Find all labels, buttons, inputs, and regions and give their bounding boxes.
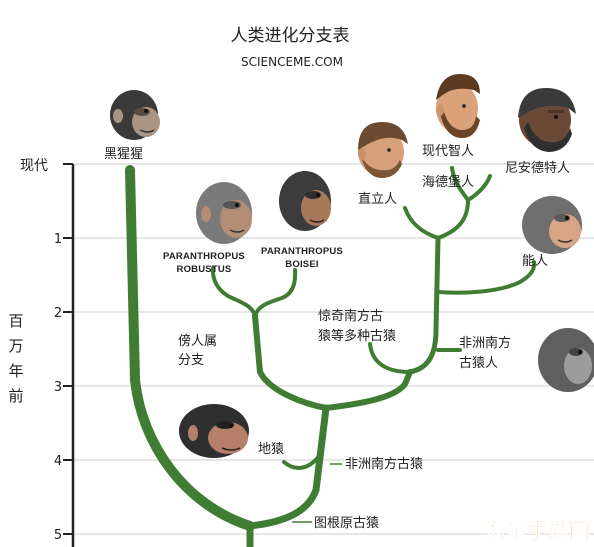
tick-label-5: 5 [54,528,62,543]
tick-label-4: 4 [54,454,62,469]
branch-mixed-australopith [368,342,412,374]
axis-tick-marks [63,163,73,535]
branch-homo-stem [323,369,413,411]
tick-label-1: 1 [54,232,62,247]
label-africanus-line1: 非洲南方 [459,335,511,351]
branch-boisei [253,268,298,318]
label-orrorin: 图根原古猿 [314,516,379,531]
robustus-head-icon [196,182,252,244]
label-robustus-line2: ROBUSTUS [177,264,232,275]
label-heidelberg: 海德堡人 [422,174,474,190]
time-gridlines [67,163,594,535]
tick-label-3: 3 [54,380,62,395]
boisei-head-icon [279,171,331,231]
watermark-text: 海量手游网 [485,519,590,543]
tick-label-2: 2 [54,306,62,321]
modern-human-head-icon [436,74,480,138]
label-neanderthal: 尼安德特人 [505,161,570,176]
label-robustus-line1: PARANTHROPUS [163,251,245,262]
branch-trunk [246,404,330,530]
chart-title: 人类进化分支表 [231,26,350,46]
habilis-head-icon [522,196,582,254]
chimp-head-icon [110,90,160,140]
label-boisei-line1: PARANTHROPUS [261,246,343,257]
branch-habilis [436,260,537,295]
label-erectus: 直立人 [358,192,397,207]
branch-neanderthal [466,174,492,202]
axis-title-char-1: 百 [8,312,23,330]
chart-subtitle: SCIENCEME.COM [241,55,343,69]
axis-title-char-4: 前 [8,387,23,405]
label-boisei-line2: BOISEI [285,259,318,270]
label-chimp: 黑猩猩 [104,147,143,162]
phylogeny-branches [125,165,537,547]
label-paranthropus-line1: 傍人属 [178,333,217,349]
africanus-head-icon [538,328,594,392]
branch-robustus [210,266,257,318]
branch-later-homo [436,198,470,240]
label-modern-human: 现代智人 [422,144,474,159]
branch-homo-main [407,235,441,375]
tick-label-present: 现代 [20,158,48,174]
neanderthal-head-icon [518,88,576,152]
erectus-head-icon [358,122,408,178]
branch-erectus [403,206,440,240]
ardipithecus-head-icon [179,404,249,458]
branch-chimp [125,165,255,531]
label-mixed-line2: 猿等多种古猿 [318,328,396,344]
label-connectors [292,463,342,523]
label-ardipithecus: 地猿 [258,442,284,457]
label-habilis: 能人 [522,254,548,269]
branch-paranthropus-stem [252,313,329,411]
branch-modern-human [450,166,470,202]
label-afarensis: 非洲南方古猿 [345,456,423,472]
axis-title-char-3: 年 [8,362,23,380]
branch-ardipithecus [282,450,324,470]
label-africanus-line2: 古猿人 [459,356,498,371]
label-paranthropus-line2: 分支 [178,353,204,368]
axis-title-char-2: 万 [8,337,23,355]
label-mixed-line1: 惊奇南方古 [318,308,383,324]
